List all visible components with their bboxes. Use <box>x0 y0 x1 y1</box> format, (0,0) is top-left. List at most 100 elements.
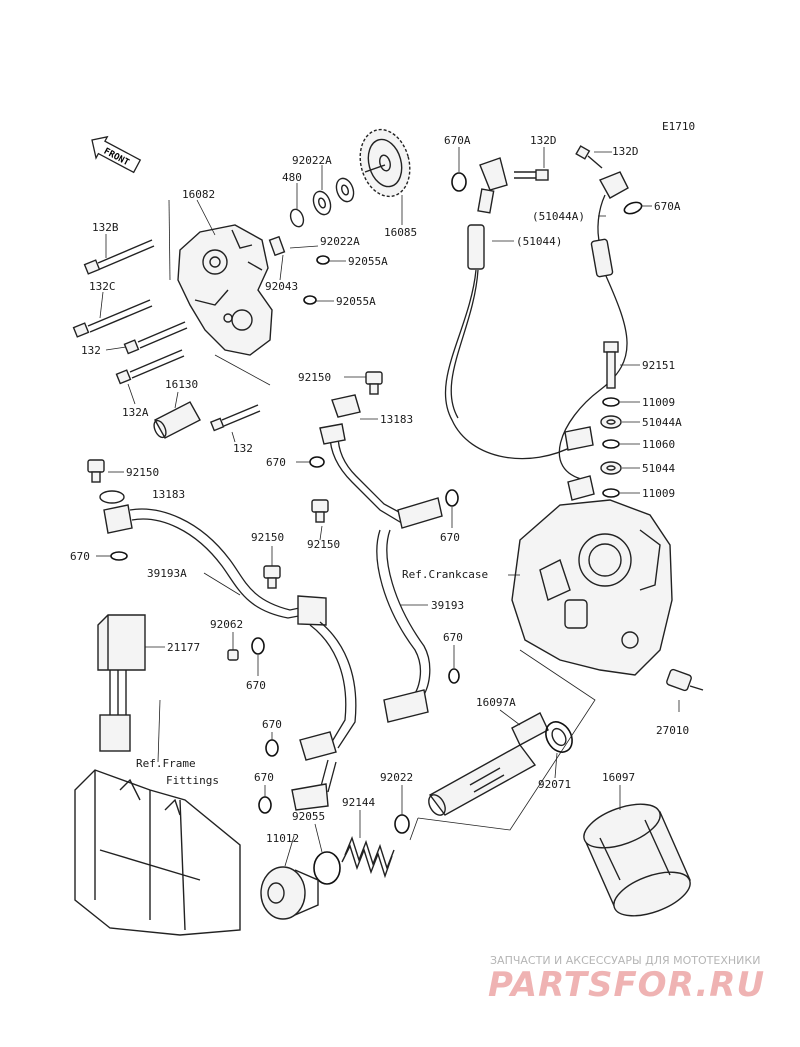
label-21177: 21177 <box>167 641 200 654</box>
banjo-51044a <box>600 415 622 429</box>
watermark-brand: PARTSFOR.RU <box>488 965 765 1005</box>
plate-13183-a <box>331 394 361 418</box>
filter-16097a <box>428 712 549 816</box>
sensor-21177 <box>97 614 146 752</box>
label-92150-c: 92150 <box>307 538 340 551</box>
label-132-a: 132 <box>81 344 101 357</box>
label-16085: 16085 <box>384 226 417 239</box>
label-92055a-a: 92055A <box>348 255 388 268</box>
plug-11012 <box>260 866 319 920</box>
oring-670-g <box>258 796 272 814</box>
label-39193: 39193 <box>431 599 464 612</box>
label-92062: 92062 <box>210 618 243 631</box>
part-labels: 670A 132D 132D 670A (51044A) (51044) 920… <box>70 134 689 845</box>
label-132d-a: 132D <box>530 134 557 147</box>
label-132c: 132C <box>89 280 116 293</box>
label-ref-fittings: Fittings <box>166 774 219 787</box>
circlip-480 <box>289 208 305 228</box>
bracket-outline <box>409 649 596 841</box>
label-92055: 92055 <box>292 810 325 823</box>
label-11009-a: 11009 <box>642 396 675 409</box>
watermark: ЗАПЧАСТИ И АКСЕССУАРЫ ДЛЯ МОТОТЕХНИКИ PA… <box>488 954 765 1005</box>
label-132-b: 132 <box>233 442 253 455</box>
oring-670-d <box>448 668 460 684</box>
diagram-code: E1710 <box>662 120 695 133</box>
oring-670-b <box>309 456 325 468</box>
front-arrow-icon: FRONT <box>91 135 142 174</box>
label-670-c: 670 <box>440 531 460 544</box>
washer-92022a-b <box>335 177 355 203</box>
label-92150-a: 92150 <box>298 371 331 384</box>
plug-92062 <box>227 649 239 661</box>
relief-valve-16130 <box>153 401 201 439</box>
label-13183-a: 13183 <box>380 413 413 426</box>
oil-pressure-switch-27010 <box>666 668 704 692</box>
bolt-132d-b <box>575 145 603 169</box>
oring-670a-right <box>623 201 643 215</box>
oring-670-e <box>251 637 265 655</box>
oring-670a-top <box>451 172 467 192</box>
bolt-92150-c <box>311 499 329 523</box>
label-670-d: 670 <box>443 631 463 644</box>
label-92043: 92043 <box>265 280 298 293</box>
label-92071: 92071 <box>538 778 571 791</box>
label-670a-right: 670A <box>654 200 681 213</box>
oring-92055 <box>313 851 341 885</box>
label-39193a: 39193A <box>147 567 187 580</box>
label-92150-b: 92150 <box>126 466 159 479</box>
bolt-92150-b <box>87 459 105 483</box>
bolt-132d-a <box>514 169 549 181</box>
label-132b: 132B <box>92 221 119 234</box>
label-16130: 16130 <box>165 378 198 391</box>
oil-hose-51044a <box>558 171 629 501</box>
label-11009-b: 11009 <box>642 487 675 500</box>
oil-pump-body <box>177 224 273 356</box>
oring-92071 <box>545 721 573 753</box>
label-92022a-b: 92022A <box>320 235 360 248</box>
gear-16085 <box>359 128 411 198</box>
label-92055a-b: 92055A <box>336 295 376 308</box>
label-51044: 51044 <box>642 462 675 475</box>
label-132d-b: 132D <box>612 145 639 158</box>
label-16097: 16097 <box>602 771 635 784</box>
bolt-92150-d <box>263 565 281 589</box>
oring-670-a <box>110 551 128 561</box>
oil-hose-51044 <box>444 157 594 460</box>
label-132a: 132A <box>122 406 149 419</box>
label-670-e: 670 <box>246 679 266 692</box>
label-11012: 11012 <box>266 832 299 845</box>
bolt-132a <box>115 349 185 385</box>
oring-92055a-a <box>316 255 330 265</box>
label-670-g: 670 <box>254 771 274 784</box>
oil-pipe-39193 <box>319 423 443 723</box>
label-670-a: 670 <box>266 456 286 469</box>
washer-92022a-a <box>312 190 332 216</box>
label-ref-frame: Ref.Frame <box>136 757 196 770</box>
leader-lines <box>96 147 680 867</box>
label-27010: 27010 <box>656 724 689 737</box>
label-92150-d: 92150 <box>251 531 284 544</box>
label-480: 480 <box>282 171 302 184</box>
label-670-b: 670 <box>70 550 90 563</box>
label-ref-crankcase: Ref.Crankcase <box>402 568 488 581</box>
bolt-132c <box>72 299 153 338</box>
label-16082: 16082 <box>182 188 215 201</box>
label-13183-b: 13183 <box>152 488 185 501</box>
label-11060: 11060 <box>642 438 675 451</box>
frame-ref <box>74 769 241 936</box>
bolt-132-upper <box>123 321 188 355</box>
label-92144: 92144 <box>342 796 375 809</box>
pin-92043 <box>268 235 286 257</box>
oring-92055a-b <box>303 295 317 305</box>
label-92151: 92151 <box>642 359 675 372</box>
label-670-f: 670 <box>262 718 282 731</box>
oring-670-f <box>265 739 279 757</box>
label-51044a-paren: (51044A) <box>532 210 585 223</box>
plate-13183-b <box>99 490 125 504</box>
crankcase-ref <box>511 499 673 676</box>
bolt-132b <box>83 239 155 275</box>
oil-filter-16097 <box>583 803 691 917</box>
washer-11009-b <box>602 488 620 498</box>
label-51044a: 51044A <box>642 416 682 429</box>
